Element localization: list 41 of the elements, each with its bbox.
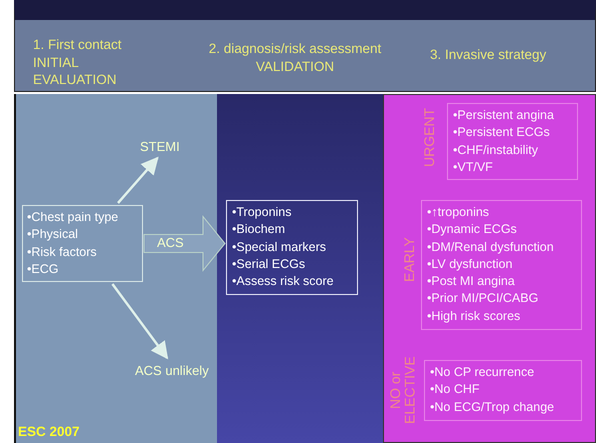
bullet-item: •Chest pain type <box>27 209 120 226</box>
outcome-text: STEMI <box>140 138 181 156</box>
bullet-list-box <box>424 360 582 421</box>
priority-label: EARLY <box>402 236 417 284</box>
outcome-text: ACS unlikely <box>135 362 210 380</box>
bullet-item: •Assess risk score <box>232 273 335 290</box>
column-heading: 2. diagnosis/risk assessment VALIDATION <box>208 40 382 76</box>
bullet-item: •No ECG/Trop change <box>430 398 556 416</box>
bullet-item: •Physical <box>27 226 79 244</box>
arrow <box>117 156 159 204</box>
bullet-item: •Prior MI/PCI/CABG <box>427 290 540 308</box>
column-heading: 1. First contact INITIAL EVALUATION <box>33 36 123 89</box>
bullet-list-box <box>421 200 582 330</box>
arrow <box>111 283 168 360</box>
bullet-list-box <box>22 205 143 282</box>
bullet-item: •Dynamic ECGs <box>427 221 518 238</box>
block-arrow <box>144 215 226 272</box>
bullet-item: •DM/Renal dysfunction <box>427 238 555 256</box>
bullet-item: •Special markers <box>232 238 327 256</box>
priority-label: URGENT <box>422 106 437 170</box>
bullet-item: •Risk factors <box>27 244 98 260</box>
column-heading: 3. Invasive strategy <box>430 46 548 64</box>
source-note: ESC 2007 <box>18 423 81 441</box>
bullet-list-box <box>226 200 358 295</box>
priority-label: NO or ELECTIVE <box>388 355 418 425</box>
bullet-item: •Troponins <box>232 204 292 221</box>
bullet-item: •Persistent ECGs <box>453 124 551 142</box>
edge-label: ACS <box>157 234 184 250</box>
bullet-item: •No CHF <box>430 381 481 398</box>
bullet-item: •VT/VF <box>453 158 494 176</box>
bullet-item: •High risk scores <box>427 308 522 325</box>
bullet-item: •ECG <box>27 260 60 278</box>
bullet-item: •No CP recurrence <box>430 364 536 381</box>
bullet-item: •CHF/instability <box>453 142 539 159</box>
bullet-list-box <box>447 103 578 180</box>
bullet-item: •Persistent angina <box>453 107 555 124</box>
bullet-item: •Serial ECGs <box>232 256 306 273</box>
bullet-item: •Biochem <box>232 221 286 238</box>
bullet-item: •Post MI angina <box>427 273 516 290</box>
bullet-item: •LV dysfunction <box>427 256 514 273</box>
bullet-item: •↑troponins <box>427 204 490 221</box>
